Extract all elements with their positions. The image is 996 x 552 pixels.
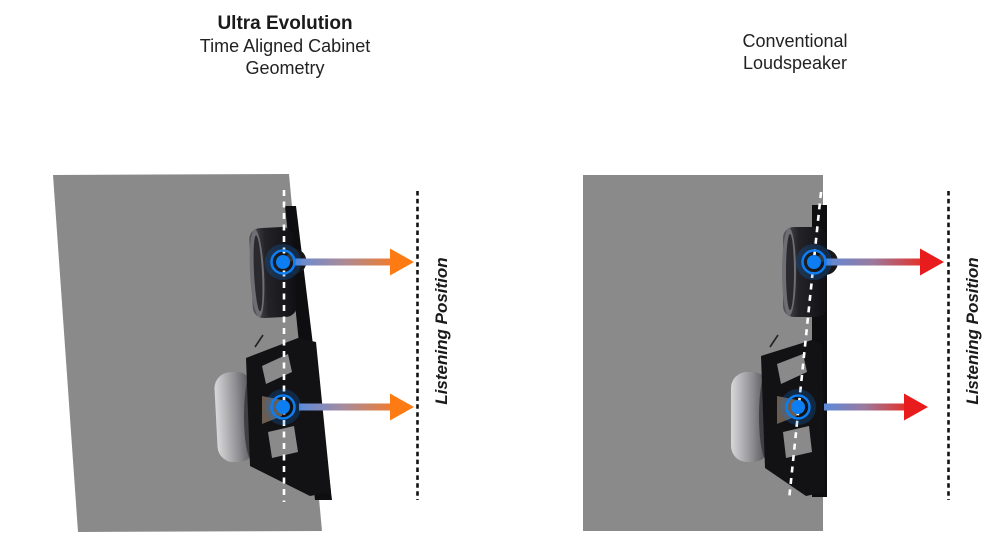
left-listening-position-label: Listening Position: [432, 257, 451, 405]
tweeter-sound-arrow: [824, 248, 944, 276]
left-panel-title: Ultra Evolution Time Aligned Cabinet Geo…: [85, 13, 485, 79]
left-title-line3: Geometry: [245, 58, 325, 78]
woofer-basket-slot: [262, 354, 292, 384]
tweeter-rim-inner: [253, 235, 263, 312]
woofer-basket-slot: [777, 354, 807, 384]
woofer-arrow-shaft: [299, 403, 391, 411]
tweeter-acoustic-center-marker: [265, 244, 301, 280]
tweeter-arrow-head: [390, 248, 414, 276]
woofer-arrow-head: [904, 393, 928, 421]
tweeter-arrow-head: [920, 248, 944, 276]
ultra-evolution-speaker: [53, 174, 419, 532]
woofer-arrow-shaft: [824, 403, 905, 411]
woofer-basket-slot: [268, 426, 298, 458]
right-title-line1: Conventional: [742, 31, 848, 51]
woofer-acoustic-center-marker: [780, 389, 816, 425]
left-title-line1: Ultra Evolution: [217, 13, 353, 34]
tweeter-arrow-shaft: [824, 258, 921, 266]
tweeter-rim-inner: [786, 234, 794, 310]
right-panel-title: Conventional Loudspeaker: [595, 30, 995, 74]
right-title-line2: Loudspeaker: [742, 53, 848, 73]
woofer-sound-arrow: [824, 393, 928, 421]
driver-axis-dashed-line: [787, 191, 823, 501]
woofer-sound-arrow: [299, 393, 414, 421]
tweeter-acoustic-center-marker: [796, 244, 832, 280]
tweeter-arrow-shaft: [293, 258, 391, 266]
woofer-arrow-head: [390, 393, 414, 421]
conventional-speaker: [583, 175, 950, 531]
right-listening-position-label: Listening Position: [963, 257, 982, 405]
woofer-basket-slot: [783, 426, 812, 458]
woofer-terminal-wire: [254, 334, 264, 348]
woofer-magnet: [731, 372, 769, 462]
woofer-terminal-wire: [769, 334, 779, 348]
tweeter-sound-arrow: [293, 248, 414, 276]
left-title-line2: Time Aligned Cabinet: [199, 36, 371, 56]
woofer-acoustic-center-marker: [265, 389, 301, 425]
